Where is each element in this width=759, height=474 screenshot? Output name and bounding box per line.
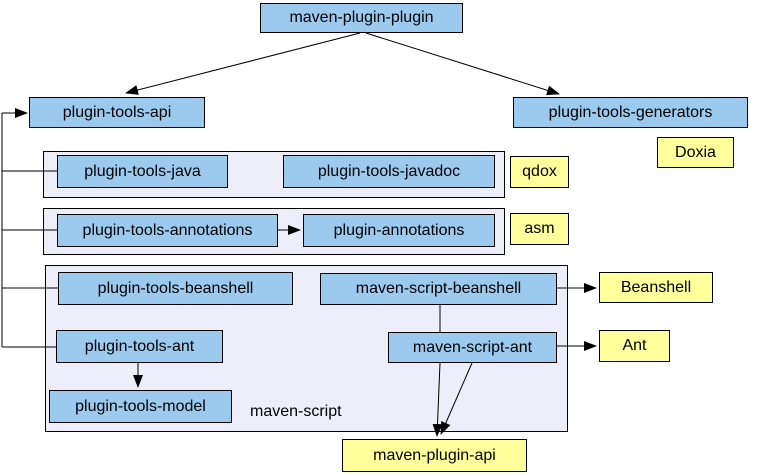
external-maven-plugin-api: maven-plugin-api <box>342 439 527 472</box>
external-asm: asm <box>510 213 569 245</box>
module-plugin-tools-javadoc: plugin-tools-javadoc <box>283 155 495 188</box>
module-plugin-annotations: plugin-annotations <box>303 214 495 247</box>
module-plugin-tools-model: plugin-tools-model <box>49 390 232 423</box>
external-ant: Ant <box>599 330 670 362</box>
module-plugin-tools-ant: plugin-tools-ant <box>56 330 223 363</box>
edge-plugin-plugin-to-tools-api-arrow <box>125 32 361 95</box>
external-doxia: Doxia <box>657 137 734 168</box>
module-maven-script-ant: maven-script-ant <box>388 332 557 363</box>
module-plugin-tools-beanshell: plugin-tools-beanshell <box>58 272 293 305</box>
external-qdox: qdox <box>510 156 569 188</box>
module-plugin-tools-annotations: plugin-tools-annotations <box>57 214 278 247</box>
module-plugin-tools-generators: plugin-tools-generators <box>513 97 748 128</box>
module-maven-script-beanshell: maven-script-beanshell <box>320 273 557 305</box>
module-plugin-tools-api: plugin-tools-api <box>29 97 205 128</box>
module-maven-plugin-plugin: maven-plugin-plugin <box>260 3 463 33</box>
external-beanshell: Beanshell <box>599 272 713 303</box>
module-plugin-tools-java: plugin-tools-java <box>57 155 228 188</box>
edge-plugin-plugin-to-generators-arrow <box>365 32 560 96</box>
group-label-maven-script: maven-script <box>250 403 342 420</box>
